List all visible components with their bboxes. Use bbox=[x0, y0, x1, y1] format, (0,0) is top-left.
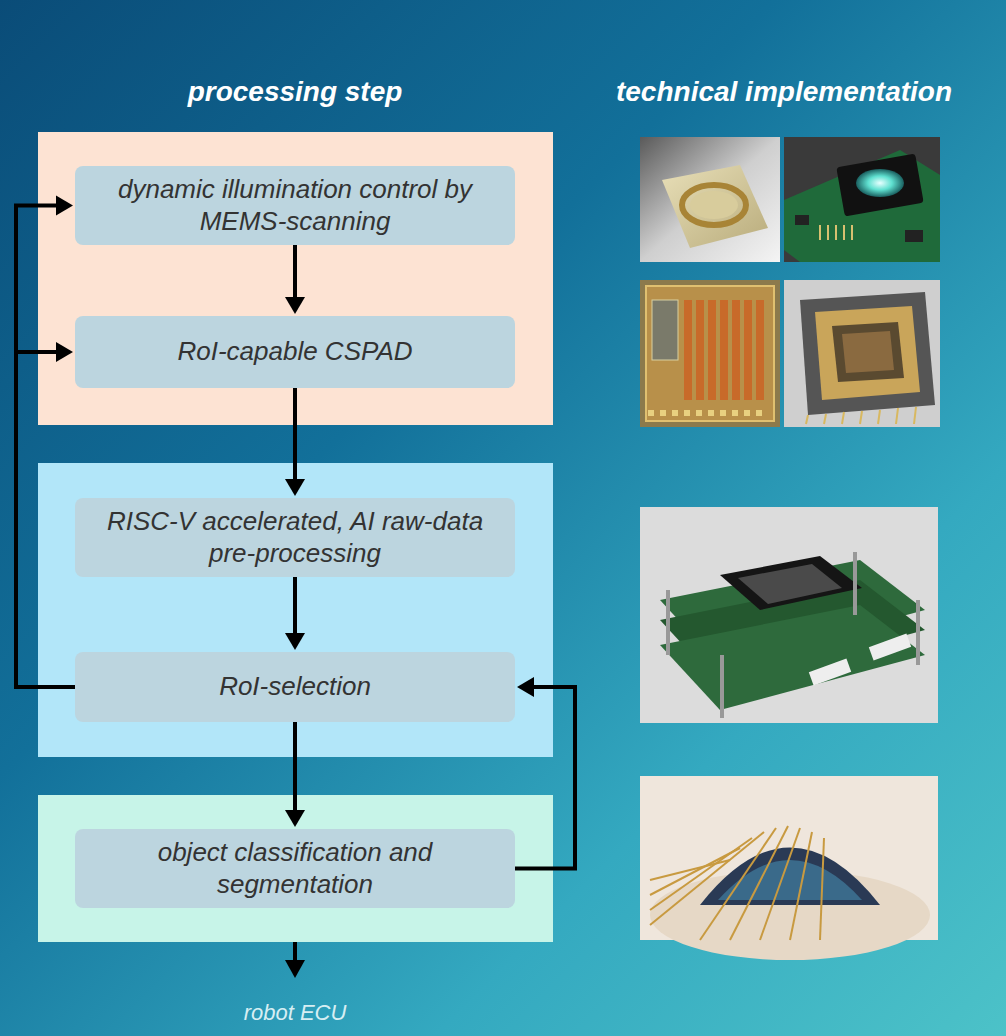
step-text: RoI-capable CSPAD bbox=[177, 336, 412, 367]
curved-sensor-photo bbox=[640, 776, 938, 960]
flow-line bbox=[16, 206, 75, 688]
output-label: robot ECU bbox=[244, 1000, 347, 1026]
output-arrowhead bbox=[285, 960, 305, 978]
flow-arrow bbox=[285, 722, 305, 827]
arrowhead bbox=[517, 677, 534, 697]
column-heading: technical implementation bbox=[616, 76, 952, 108]
flow-line bbox=[16, 352, 75, 687]
arrowhead bbox=[285, 810, 305, 827]
arrowhead bbox=[56, 196, 73, 216]
process-box: RISC-V accelerated, AI raw-data pre-proc… bbox=[75, 498, 515, 577]
flow-arrow bbox=[285, 245, 305, 314]
process-box: RoI-capable CSPAD bbox=[75, 316, 515, 388]
process-box: RoI-selection bbox=[75, 652, 515, 722]
sensor-package-photo bbox=[784, 280, 940, 427]
mems-module-photo bbox=[784, 137, 940, 262]
process-box: dynamic illumination control by MEMS-sca… bbox=[75, 166, 515, 245]
spad-die-photo bbox=[640, 280, 780, 427]
mems-chip-photo bbox=[640, 137, 780, 262]
flow-arrow bbox=[285, 388, 305, 496]
step-text: dynamic illumination control by MEMS-sca… bbox=[91, 174, 499, 236]
arrowhead bbox=[56, 342, 73, 362]
flow-line bbox=[293, 722, 297, 813]
flow-line bbox=[293, 245, 297, 300]
perception-band bbox=[38, 795, 553, 942]
flow-arrow bbox=[285, 577, 305, 650]
flow-arrow bbox=[16, 196, 75, 688]
column-heading: processing step bbox=[188, 76, 403, 108]
step-text: RoI-selection bbox=[219, 671, 371, 702]
arrowhead bbox=[285, 633, 305, 650]
flow-line bbox=[293, 388, 297, 482]
arrowhead bbox=[285, 479, 305, 496]
optics-band bbox=[38, 132, 553, 425]
processing-band bbox=[38, 463, 553, 757]
process-box: object classification and segmentation bbox=[75, 829, 515, 908]
step-text: object classification and segmentation bbox=[91, 837, 499, 899]
flow-arrow bbox=[515, 677, 575, 869]
step-text: RISC-V accelerated, AI raw-data pre-proc… bbox=[91, 506, 499, 568]
flow-line bbox=[515, 687, 575, 869]
flow-arrow bbox=[16, 342, 75, 687]
arrowhead bbox=[285, 297, 305, 314]
output-arrow bbox=[293, 942, 297, 962]
processing-board-photo bbox=[640, 507, 938, 723]
flow-line bbox=[293, 577, 297, 636]
